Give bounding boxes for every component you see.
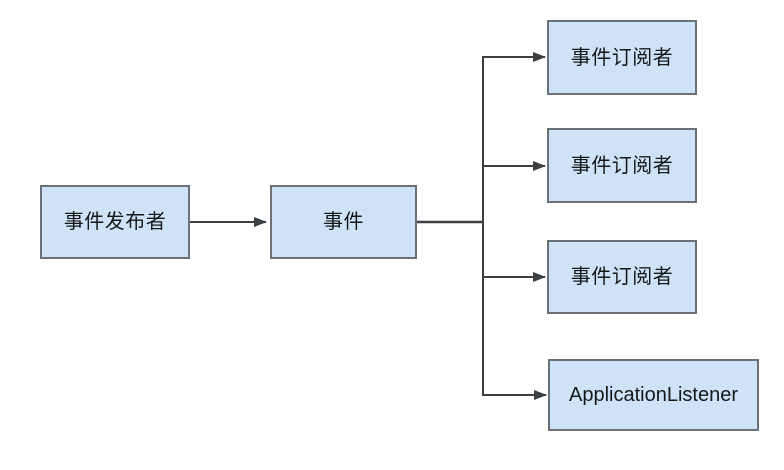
node-event-subscriber-2-label: 事件订阅者 [570,154,674,177]
node-application-listener-label: ApplicationListener [569,384,738,406]
node-event-subscriber-3: 事件订阅者 [547,240,697,314]
node-event: 事件 [270,185,417,259]
node-event-subscriber-1: 事件订阅者 [547,20,697,95]
node-event-subscriber-1-label: 事件订阅者 [570,46,674,69]
node-event-subscriber-3-label: 事件订阅者 [570,266,674,288]
node-event-subscriber-2: 事件订阅者 [547,128,697,203]
node-event-publisher-label: 事件发布者 [63,211,167,233]
node-application-listener: ApplicationListener [548,359,759,431]
node-event-publisher: 事件发布者 [40,185,190,259]
node-event-label: 事件 [323,211,364,233]
